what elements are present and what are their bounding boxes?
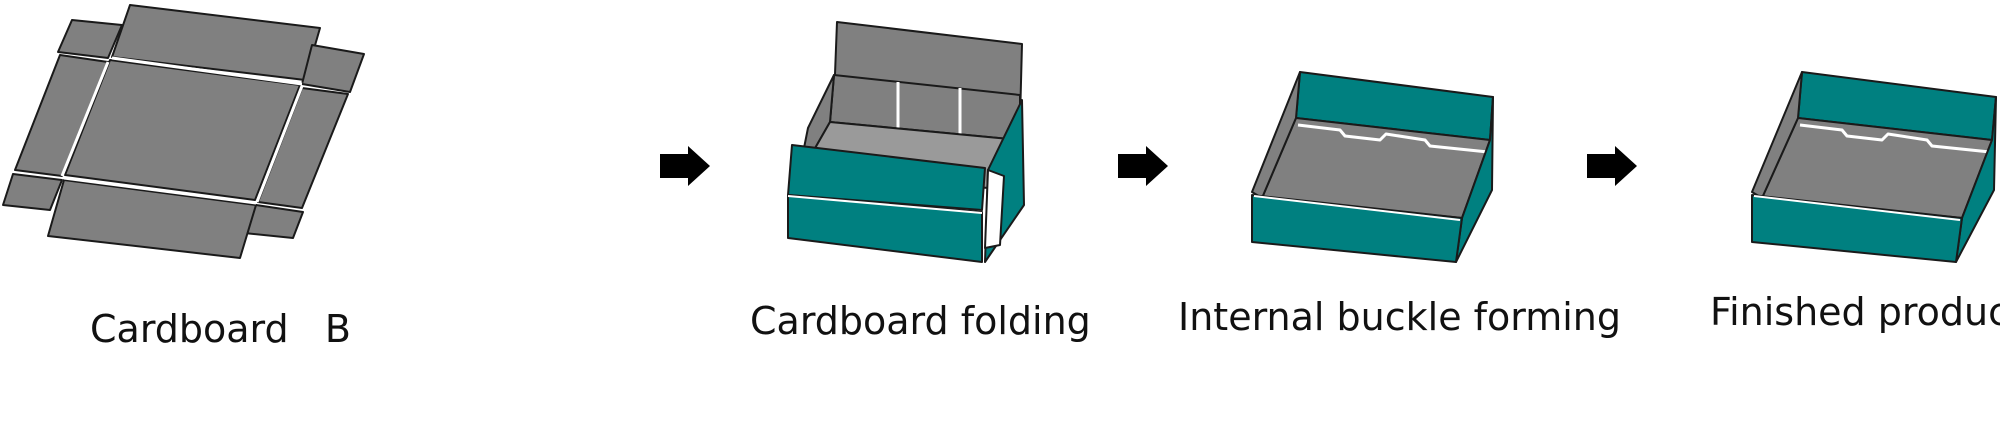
- finished-edge: [1753, 195, 1961, 221]
- step-label-finished-product: Finished product: [1710, 290, 2000, 334]
- blank-crease: [111, 56, 303, 86]
- finished-rim: [1799, 123, 1991, 154]
- step-label-cardboard-b: Cardboard B: [90, 307, 351, 351]
- step-label-internal-buckle-forming: Internal buckle forming: [1178, 295, 1622, 339]
- folding-right-open: [984, 169, 1005, 249]
- blank-top-right-tab: [301, 44, 365, 93]
- folding-front-flap: [787, 144, 986, 211]
- blank-crease: [255, 85, 304, 203]
- right-arrow-icon: [660, 146, 710, 186]
- folding-box: [787, 21, 1025, 263]
- flat-cardboard-blank: [2, 4, 365, 259]
- blank-crease: [60, 61, 110, 177]
- finished-front-wall: [1751, 194, 1963, 263]
- right-arrow-icon: [1118, 146, 1168, 186]
- folding-edge: [787, 195, 983, 214]
- blank-top-left-tab: [57, 19, 123, 59]
- blank-center-panel: [64, 59, 301, 201]
- finished-box: [1751, 71, 1997, 263]
- blank-bottom-left-tab: [2, 173, 63, 211]
- buckle-edge: [1253, 195, 1461, 221]
- step-label-cardboard-folding: Cardboard folding: [750, 299, 1091, 343]
- buckle-front-wall: [1251, 194, 1463, 263]
- blank-crease: [63, 176, 257, 205]
- blank-bottom-flap: [47, 179, 257, 259]
- buckle-rim: [1297, 123, 1489, 154]
- right-arrow-icon: [1587, 146, 1637, 186]
- buckle-box: [1251, 71, 1494, 263]
